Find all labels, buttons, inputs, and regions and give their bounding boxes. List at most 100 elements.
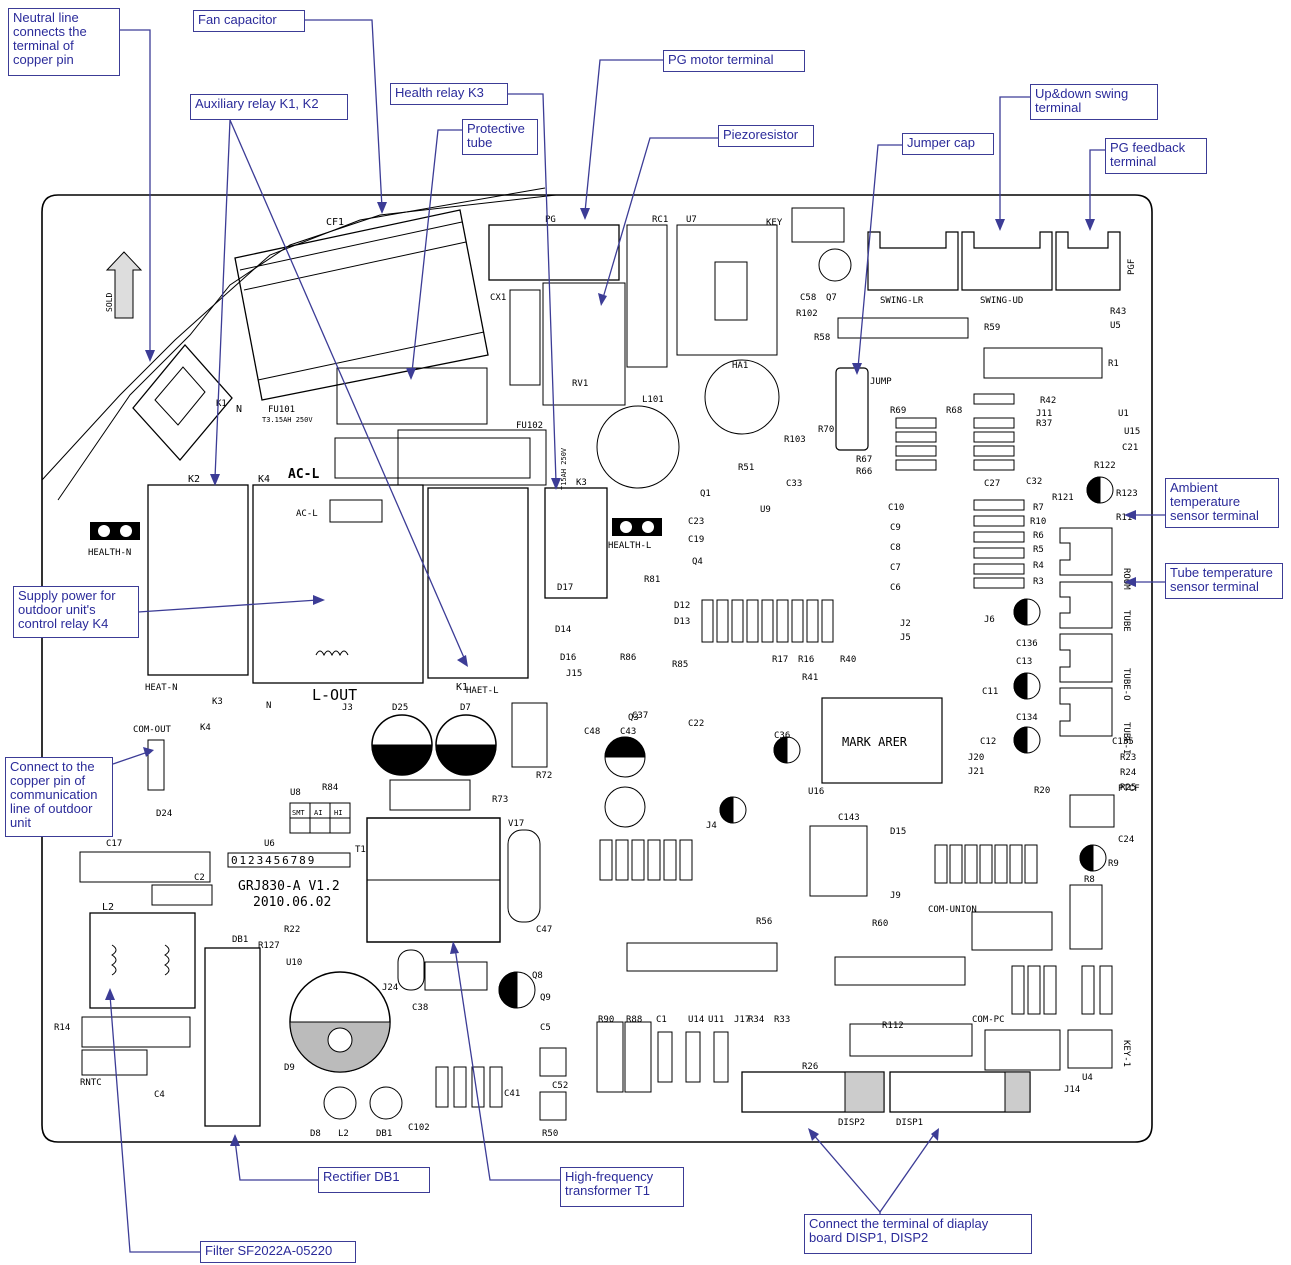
svg-text:U6: U6 bbox=[264, 839, 275, 849]
svg-text:C4: C4 bbox=[154, 1090, 165, 1100]
cap-c38 bbox=[289, 971, 391, 1073]
svg-text:DB1: DB1 bbox=[232, 935, 248, 945]
svg-text:CF1: CF1 bbox=[326, 217, 344, 228]
svg-text:R56: R56 bbox=[756, 917, 772, 927]
svg-text:J24: J24 bbox=[382, 983, 398, 993]
swing-ud-connector: SWING-UD bbox=[961, 231, 1053, 306]
svg-text:C102: C102 bbox=[408, 1123, 430, 1133]
svg-text:R86: R86 bbox=[620, 653, 636, 663]
u15 bbox=[837, 317, 969, 339]
u5-chip bbox=[849, 1023, 973, 1057]
svg-text:R26: R26 bbox=[802, 1062, 818, 1072]
svg-text:R1: R1 bbox=[1108, 359, 1119, 369]
u14 bbox=[539, 1047, 567, 1077]
tube-sensor-connector bbox=[1059, 581, 1113, 629]
q7 bbox=[818, 248, 852, 282]
health-l-terminal: HEALTH-L bbox=[608, 518, 662, 551]
svg-text:JUMP: JUMP bbox=[870, 377, 892, 387]
svg-text:MARK ARER: MARK ARER bbox=[842, 735, 908, 749]
svg-text:Q8: Q8 bbox=[532, 971, 543, 981]
svg-text:R16: R16 bbox=[798, 655, 814, 665]
svg-text:R67: R67 bbox=[856, 455, 872, 465]
svg-text:K3: K3 bbox=[212, 697, 223, 707]
rc1 bbox=[626, 224, 668, 368]
svg-text:J6: J6 bbox=[984, 615, 995, 625]
svg-text:U16: U16 bbox=[808, 787, 824, 797]
inductor-l101 bbox=[596, 405, 680, 489]
svg-text:C1: C1 bbox=[656, 1015, 667, 1025]
digit-strip: 0123456789 bbox=[227, 852, 351, 868]
svg-text:U9: U9 bbox=[760, 505, 771, 515]
resistor-array-r66-69 bbox=[895, 417, 937, 471]
pointer-pg-feedback bbox=[1089, 149, 1105, 224]
svg-text:R121: R121 bbox=[1052, 493, 1074, 503]
svg-text:R9: R9 bbox=[1108, 859, 1119, 869]
callout-health-relay: Health relay K3 bbox=[390, 83, 508, 105]
svg-text:C11: C11 bbox=[982, 687, 998, 697]
c44 bbox=[507, 829, 541, 923]
rntc: RNTC bbox=[80, 1049, 148, 1088]
u2 bbox=[1069, 884, 1103, 950]
v17 bbox=[511, 702, 548, 768]
svg-text:C17: C17 bbox=[106, 839, 122, 849]
svg-text:D9: D9 bbox=[284, 1063, 295, 1073]
tube-i-connector bbox=[1059, 687, 1113, 737]
pointer-protective bbox=[411, 129, 462, 373]
callout-pg-feedback: PG feedback terminal bbox=[1105, 138, 1207, 174]
svg-text:COM-OUT: COM-OUT bbox=[133, 725, 172, 735]
svg-text:DISP1: DISP1 bbox=[896, 1118, 923, 1128]
swing-lr-connector: SWING-LR bbox=[867, 231, 959, 306]
callout-supply-power: Supply power for outdoor unit's control … bbox=[13, 586, 139, 638]
pointer-disp1 bbox=[879, 1132, 936, 1213]
svg-text:U5: U5 bbox=[1110, 321, 1121, 331]
callout-rectifier: Rectifier DB1 bbox=[318, 1167, 430, 1193]
svg-text:RC1: RC1 bbox=[652, 215, 668, 225]
svg-text:RNTC: RNTC bbox=[80, 1078, 102, 1088]
svg-text:D25: D25 bbox=[392, 703, 408, 713]
resistor-row-r30-r34 bbox=[596, 1021, 729, 1093]
svg-text:HEAT-N: HEAT-N bbox=[145, 683, 178, 693]
svg-text:ROOM: ROOM bbox=[1121, 568, 1131, 590]
buzzer-ha1 bbox=[704, 359, 780, 435]
svg-text:D16: D16 bbox=[560, 653, 576, 663]
pointer-fan-cap bbox=[305, 19, 383, 209]
svg-text:PTCF: PTCF bbox=[1118, 784, 1140, 794]
svg-text:R22: R22 bbox=[284, 925, 300, 935]
svg-text:T15AH 250V: T15AH 250V bbox=[560, 447, 568, 490]
svg-text:U11: U11 bbox=[708, 1015, 724, 1025]
svg-text:R6: R6 bbox=[1033, 531, 1044, 541]
svg-text:R43: R43 bbox=[1110, 307, 1126, 317]
svg-text:D7: D7 bbox=[460, 703, 471, 713]
bulk-caps-c17-c2 bbox=[371, 714, 497, 776]
svg-text:C19: C19 bbox=[688, 535, 704, 545]
callout-hf-transformer: High-frequency transformer T1 bbox=[560, 1167, 684, 1207]
svg-text:U8: U8 bbox=[290, 788, 301, 798]
relay-k2: K2 bbox=[147, 474, 249, 676]
svg-text:HEALTH-N: HEALTH-N bbox=[88, 548, 131, 558]
svg-text:K2: K2 bbox=[188, 474, 200, 485]
svg-text:C32: C32 bbox=[1026, 477, 1042, 487]
svg-text:K4: K4 bbox=[258, 474, 270, 485]
svg-text:D12: D12 bbox=[674, 601, 690, 611]
resistor-row-r50-r88 bbox=[435, 1066, 503, 1108]
svg-text:C143: C143 bbox=[838, 813, 860, 823]
fuse-fu102: FU102 T15AH 250V bbox=[334, 421, 568, 490]
svg-text:R73: R73 bbox=[492, 795, 508, 805]
room-sensor-connector bbox=[1059, 527, 1113, 576]
c57-u10 bbox=[626, 942, 778, 972]
svg-text:C36: C36 bbox=[774, 731, 790, 741]
svg-text:C37: C37 bbox=[632, 711, 648, 721]
callout-protective-tube: Protective tube bbox=[462, 119, 538, 155]
relay-k3: K3 bbox=[544, 478, 608, 599]
r65 bbox=[151, 884, 213, 906]
svg-text:R58: R58 bbox=[814, 333, 830, 343]
svg-text:R69: R69 bbox=[890, 406, 906, 416]
svg-text:C23: C23 bbox=[688, 517, 704, 527]
board-outline bbox=[41, 194, 1153, 1143]
pointer-rectifier bbox=[234, 1139, 318, 1181]
svg-text:J20: J20 bbox=[968, 753, 984, 763]
svg-text:R59: R59 bbox=[984, 323, 1000, 333]
svg-text:R4: R4 bbox=[1033, 561, 1044, 571]
svg-text:J17: J17 bbox=[734, 1015, 750, 1025]
silkscreen-designators: RC1 U7 Q7 C58 R102 CX1 RV1 HA1 L101 R70 … bbox=[54, 215, 1140, 1139]
